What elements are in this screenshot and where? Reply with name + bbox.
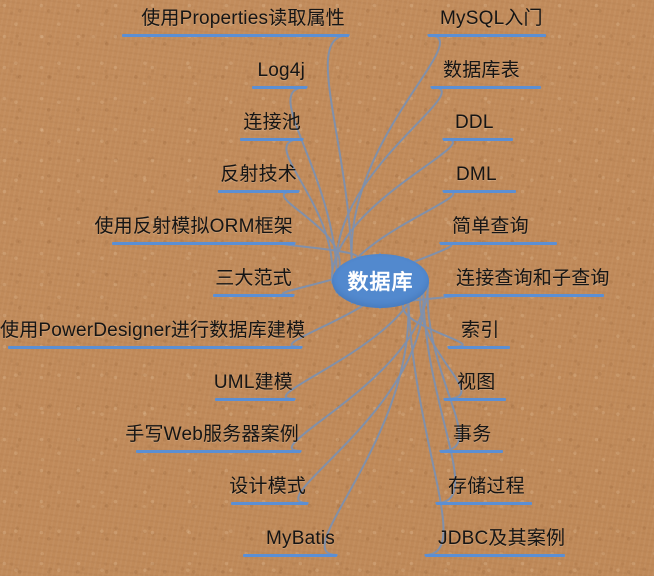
- branch-underline-right-7: [444, 398, 506, 401]
- branch-underline-right-10: [425, 554, 565, 557]
- branch-underline-left-0: [122, 34, 349, 37]
- branch-label-left-7[interactable]: UML建模: [213, 372, 293, 393]
- branch-label-right-6[interactable]: 索引: [461, 320, 500, 341]
- branch-underline-left-7: [215, 398, 295, 401]
- branch-underline-left-5: [213, 294, 294, 297]
- branch-label-right-0[interactable]: MySQL入门: [440, 8, 543, 29]
- branch-label-right-5[interactable]: 连接查询和子查询: [456, 268, 610, 289]
- branch-label-left-3[interactable]: 反射技术: [220, 164, 297, 185]
- branch-label-left-2[interactable]: 连接池: [243, 112, 301, 133]
- branch-label-left-6[interactable]: 使用PowerDesigner进行数据库建模: [0, 320, 306, 341]
- center-node[interactable]: 数据库: [332, 254, 429, 308]
- branch-underline-left-1: [252, 86, 307, 89]
- branch-underline-right-6: [448, 346, 510, 349]
- branch-label-left-8[interactable]: 手写Web服务器案例: [125, 424, 299, 445]
- branch-underline-left-4: [112, 242, 295, 245]
- branch-underline-right-3: [443, 190, 516, 193]
- branch-label-right-10[interactable]: JDBC及其案例: [438, 528, 566, 549]
- branch-underline-right-2: [443, 138, 513, 141]
- branch-label-right-7[interactable]: 视图: [457, 372, 496, 393]
- branch-label-left-0[interactable]: 使用Properties读取属性: [141, 8, 345, 29]
- branch-label-right-9[interactable]: 存储过程: [448, 476, 525, 497]
- branch-label-left-4[interactable]: 使用反射模拟ORM框架: [94, 216, 293, 237]
- branch-underline-right-1: [431, 86, 541, 89]
- branch-label-right-3[interactable]: DML: [456, 164, 497, 185]
- branch-underline-left-6: [8, 346, 302, 349]
- branch-label-right-8[interactable]: 事务: [453, 424, 492, 445]
- branch-underline-right-9: [436, 502, 532, 505]
- branch-underline-left-9: [231, 502, 308, 505]
- branch-label-left-1[interactable]: Log4j: [257, 60, 305, 81]
- branch-label-right-1[interactable]: 数据库表: [443, 60, 520, 81]
- branch-underline-right-4: [440, 242, 557, 245]
- branch-underline-left-2: [240, 138, 303, 141]
- branch-underline-right-8: [440, 450, 503, 453]
- branch-underline-right-5: [444, 294, 604, 297]
- branch-label-right-4[interactable]: 简单查询: [452, 216, 529, 237]
- branch-underline-right-0: [428, 34, 546, 37]
- branch-label-left-9[interactable]: 设计模式: [229, 476, 306, 497]
- branch-underline-left-8: [136, 450, 301, 453]
- center-node-label: 数据库: [347, 271, 414, 294]
- branch-underline-left-3: [218, 190, 299, 193]
- branch-label-left-5[interactable]: 三大范式: [215, 268, 292, 289]
- branch-label-right-2[interactable]: DDL: [455, 112, 494, 133]
- branch-underline-left-10: [243, 554, 337, 557]
- branch-label-left-10[interactable]: MyBatis: [266, 528, 335, 549]
